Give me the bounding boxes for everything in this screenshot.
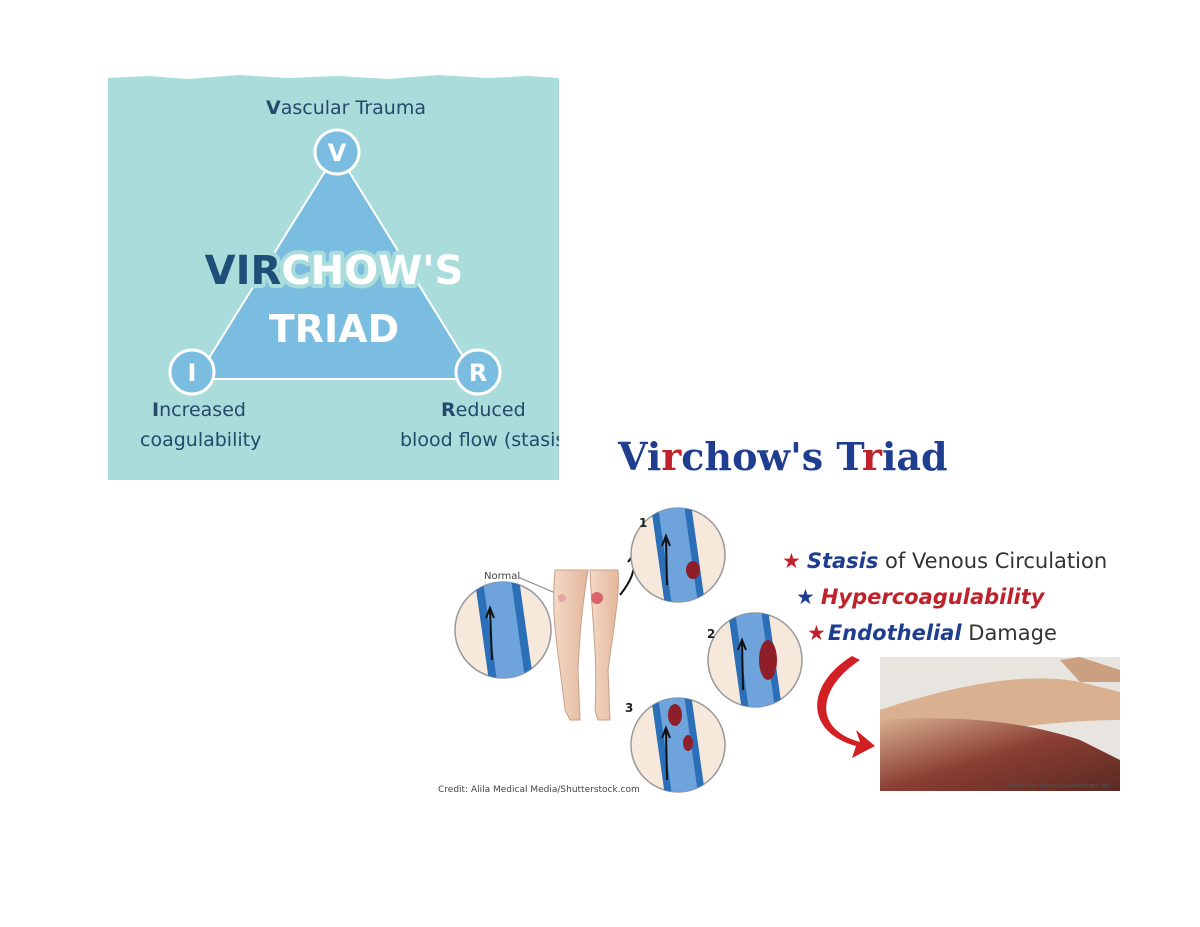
risk-item-endothelial: ★Endothelial Damage [807, 621, 1057, 645]
dvt-illustration: Virchow's Triad Normal [420, 420, 1160, 810]
vessel-step-3 [630, 697, 726, 793]
vessel-normal [454, 581, 552, 679]
step-label-2: 2 [707, 627, 715, 641]
legs-illustration [553, 569, 619, 721]
node-r-letter: R [469, 359, 487, 387]
node-i-letter: I [188, 359, 197, 387]
leg-photo: Credit: Cara Heyman/SouthernBlack.com [880, 657, 1120, 791]
risk-item-hypercoagulability: ★Hypercoagulability [796, 585, 1046, 609]
risk-factor-list: ★Stasis of Venous Circulation ★Hypercoag… [782, 549, 1107, 645]
virchows-triad-diagram: V I R Vascular Trauma Increased coagulab… [108, 74, 559, 480]
normal-label: Normal [484, 571, 520, 582]
step-label-3: 3 [625, 701, 633, 715]
caption-coagulability: coagulability [140, 429, 261, 451]
node-v-letter: V [328, 139, 347, 167]
diagram-title-line1: VIRCHOW'S [205, 248, 464, 294]
illustration-credit: Credit: Alila Medical Media/Shutterstock… [438, 785, 640, 795]
dvt-svg: Virchow's Triad Normal [438, 434, 1120, 795]
caption-increased: Increased [152, 399, 246, 421]
curved-arrow-icon [817, 656, 875, 758]
node-v: V [313, 128, 361, 176]
node-r: R [454, 348, 502, 396]
caption-vascular-trauma: Vascular Trauma [266, 97, 426, 119]
photo-credit: Credit: Cara Heyman/SouthernBlack.com [1008, 783, 1111, 789]
vessel-step-1 [630, 507, 726, 603]
caption-reduced: Reduced [441, 399, 526, 421]
vessel-step-2 [707, 612, 803, 708]
risk-item-stasis: ★Stasis of Venous Circulation [782, 549, 1107, 573]
diagram-title-line2: TRIAD [269, 307, 399, 351]
triangle-shape [194, 150, 479, 380]
caption-blood-flow: blood flow (stasis) [400, 429, 559, 451]
step-label-1: 1 [639, 516, 647, 530]
normal-pointer-line [517, 576, 561, 596]
dvt-title: Virchow's Triad [617, 434, 948, 479]
triad-svg: V I R Vascular Trauma Increased coagulab… [108, 75, 559, 480]
node-i: I [168, 348, 216, 396]
